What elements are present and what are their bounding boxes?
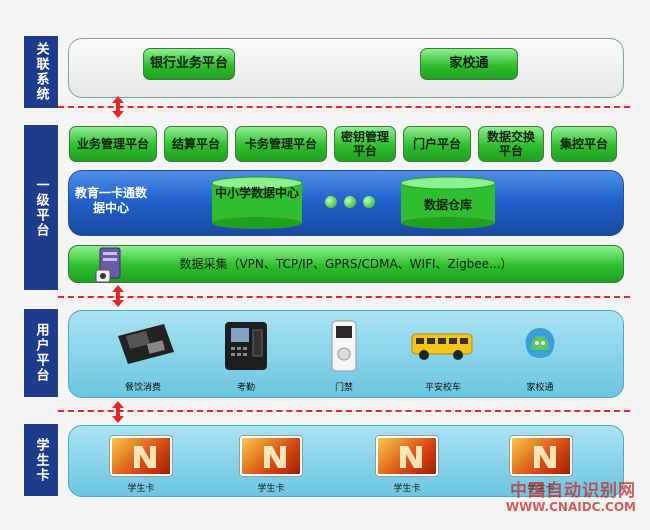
side-label-card: 学生卡 xyxy=(24,424,58,496)
data-warehouse-label: 数据仓库 xyxy=(423,198,472,212)
data-collection-bar: 数据采集（VPN、TCP/IP、GPRS/CDMA、WIFI、Zigbee...… xyxy=(68,245,624,283)
side-label-user: 用户平台 xyxy=(24,309,58,397)
settlement-platform: 结算平台 xyxy=(164,126,228,162)
card-mgmt-platform: 卡务管理平台 xyxy=(235,126,327,162)
data-center-label: 教育一卡通数据中心 xyxy=(74,186,147,215)
database-icon-warehouse xyxy=(400,176,496,229)
central-control-platform: 集控平台 xyxy=(551,126,617,162)
side-label-level1: 一级平台 xyxy=(24,125,58,290)
watermark-cn: 中国自动识别网 xyxy=(510,481,636,501)
data-exchange-platform: 数据交换平台 xyxy=(478,126,544,162)
student-card-image xyxy=(240,436,302,476)
ellipsis-dot xyxy=(344,196,356,208)
watermark-url: WWW.CNAIDC.COM xyxy=(505,500,636,514)
double-arrow-icon xyxy=(112,285,124,307)
school-bus-icon xyxy=(411,333,473,360)
student-card-image xyxy=(510,436,572,476)
device-label-attendance: 考勤 xyxy=(236,383,255,393)
key-mgmt-platform: 密钥管理平台 xyxy=(334,126,396,162)
access-control-icon xyxy=(331,320,357,372)
home-school-logo-icon xyxy=(525,328,555,358)
pos-terminal-icon xyxy=(118,324,174,364)
student-card-image xyxy=(376,436,438,476)
student-card-label: 学生卡 xyxy=(257,484,285,494)
double-arrow-icon xyxy=(112,401,124,423)
double-arrow-icon xyxy=(112,96,124,118)
attendance-machine-icon xyxy=(225,322,267,370)
bank-platform-box: 银行业务平台 xyxy=(143,48,235,80)
divider-3 xyxy=(58,410,630,412)
divider-2 xyxy=(58,296,630,298)
portal-platform: 门户平台 xyxy=(403,126,471,162)
student-card-label: 学生卡 xyxy=(393,484,421,494)
side-label-related: 关联系统 xyxy=(24,36,58,108)
home-school-box: 家校通 xyxy=(420,48,518,80)
student-card-label: 学生卡 xyxy=(527,484,555,494)
database-icon-k12 xyxy=(211,176,303,229)
device-label-access: 门禁 xyxy=(334,383,353,393)
server-icon xyxy=(95,247,121,283)
business-mgmt-platform: 业务管理平台 xyxy=(69,126,157,162)
device-label-dining: 餐饮消费 xyxy=(124,383,161,393)
k12-data-center-label: 中小学数据中心 xyxy=(214,186,299,200)
student-card-label: 学生卡 xyxy=(127,484,155,494)
divider-1 xyxy=(58,106,630,108)
student-card-image xyxy=(110,436,172,476)
device-label-school-bus: 平安校车 xyxy=(424,383,461,393)
device-label-home-school: 家校通 xyxy=(526,383,554,393)
ellipsis-dot xyxy=(363,196,375,208)
ellipsis-dot xyxy=(325,196,337,208)
